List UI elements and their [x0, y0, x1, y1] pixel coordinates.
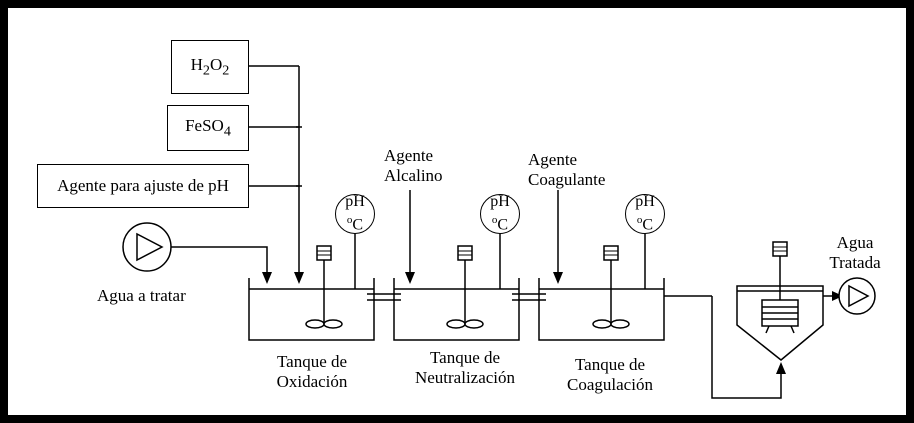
mixer-coagulation — [592, 245, 630, 329]
h2o2-sub1: 2 — [202, 62, 210, 79]
tank-label-line1: Tanque de — [276, 352, 348, 371]
tank-label-oxidation: Tanque de Oxidación — [262, 352, 362, 392]
gauge-neutralization: pH oC — [480, 193, 520, 234]
gauge-temp-label: oC — [492, 211, 508, 234]
feso4-box: FeSO4 — [167, 105, 249, 151]
inlet-pump — [122, 222, 172, 272]
alkaline-line1: Agente — [384, 146, 434, 165]
h2o2-box: H2O2 — [171, 40, 249, 94]
h2o2-formula: H2O2 — [191, 55, 230, 79]
alkaline-feed-arrow — [405, 272, 415, 284]
outlet-label: Agua Tratada — [825, 233, 885, 273]
outlet-line1: Agua — [836, 233, 874, 252]
feso4-sub: 4 — [223, 123, 231, 140]
coagulant-feed-arrow — [553, 272, 563, 284]
tank-label-neutralization: Tanque de Neutralización — [405, 348, 525, 388]
tank-label-line1: Tanque de — [574, 355, 646, 374]
inlet-label: Agua a tratar — [97, 286, 186, 305]
coagulant-line2: Coagulante — [528, 170, 606, 189]
clarifier — [736, 241, 824, 361]
reagent-lines — [249, 65, 302, 278]
alkaline-agent-label: Agente Alcalino — [384, 146, 443, 186]
gauge-temp-unit: C — [642, 216, 654, 234]
tank-label-coagulation: Tanque de Coagulación — [555, 355, 665, 395]
feso4-formula: FeSO4 — [185, 116, 231, 140]
ph-agent-box: Agente para ajuste de pH — [37, 164, 249, 208]
clarifier-inlet-arrow — [776, 362, 786, 374]
inlet-line — [171, 246, 268, 278]
gauge-degree: o — [636, 214, 643, 227]
gauge-ph-label: pH — [345, 193, 365, 211]
oxidation-tank — [248, 278, 375, 341]
neutralization-tank — [393, 278, 520, 341]
tank-label-line1: Tanque de — [429, 348, 501, 367]
alkaline-line2: Alcalino — [384, 166, 443, 185]
gauge-temp-unit: C — [352, 216, 364, 234]
instrument-probes — [354, 232, 646, 289]
gauge-temp-unit: C — [497, 216, 509, 234]
gauge-temp-label: oC — [347, 211, 363, 234]
gauge-temp-label: oC — [637, 211, 653, 234]
gauge-degree: o — [346, 214, 353, 227]
gauge-ph-label: pH — [490, 193, 510, 211]
outlet-pump — [838, 277, 876, 315]
tank-connectors — [367, 293, 782, 399]
gauge-oxidation: pH oC — [335, 193, 375, 234]
mixer-neutralization — [446, 245, 484, 329]
feso4-base: FeSO — [185, 115, 224, 135]
reagent-inlet-arrow — [294, 272, 304, 284]
outlet-arrow — [832, 291, 843, 301]
gauge-coagulation: pH oC — [625, 193, 665, 234]
coagulant-agent-label: Agente Coagulante — [528, 150, 605, 190]
gauge-ph-label: pH — [635, 193, 655, 211]
h2o2-sub2: 2 — [222, 62, 230, 79]
h2o2-mid: O — [210, 54, 223, 74]
inlet-arrow — [262, 272, 272, 284]
coagulant-line1: Agente — [528, 150, 578, 169]
tank-label-line2: Oxidación — [276, 372, 348, 391]
tank-label-line2: Neutralización — [414, 368, 516, 387]
outlet-line2: Tratada — [829, 253, 881, 272]
mixer-oxidation — [305, 245, 343, 329]
gauge-degree: o — [491, 214, 498, 227]
tank-label-line2: Coagulación — [567, 375, 653, 394]
coagulation-tank — [538, 278, 665, 341]
ph-agent-label: Agente para ajuste de pH — [57, 176, 229, 195]
h2o2-base: H — [190, 54, 203, 74]
